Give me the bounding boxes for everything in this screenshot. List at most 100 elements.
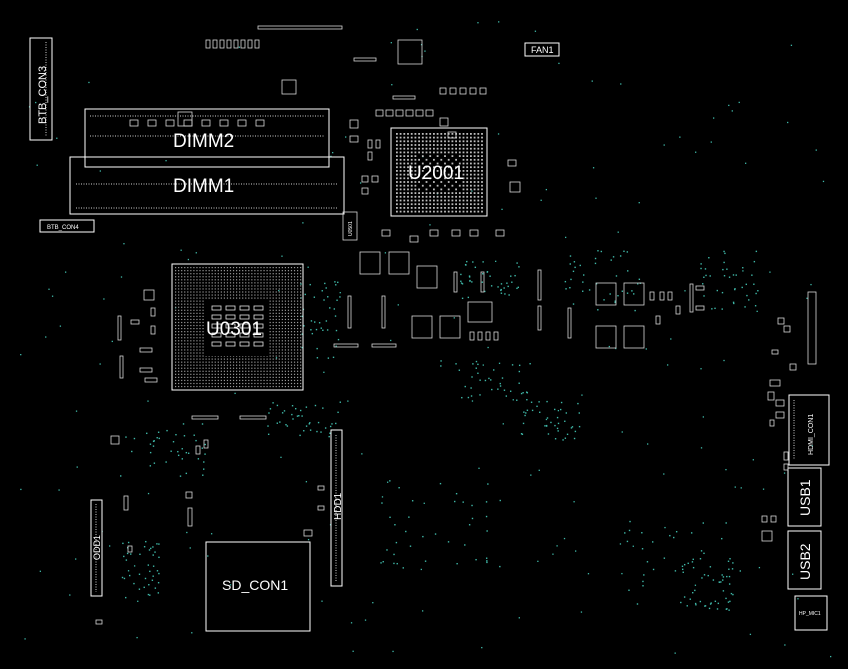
usb1-port[interactable]: USB1 (787, 467, 822, 527)
bga-ball (403, 147, 406, 150)
small-part (453, 271, 458, 293)
btb-con3-connector[interactable]: BTB_CON3 (29, 37, 53, 141)
hp-mic1-jack[interactable]: HP_MIC1 (794, 595, 828, 631)
bga-ball (396, 173, 398, 176)
small-part (485, 331, 491, 341)
socket-pin (193, 300, 195, 302)
bga-ball (458, 177, 461, 180)
via (275, 357, 278, 359)
odd1-connector[interactable]: ODD1 (90, 499, 103, 597)
via (304, 293, 306, 296)
socket-pin (290, 340, 293, 342)
socket-pin (178, 306, 180, 308)
u0301-socket[interactable]: U0301 (171, 263, 304, 391)
socket-pin (300, 349, 302, 351)
socket-pin (208, 294, 210, 296)
socket-pin (263, 376, 265, 378)
via (520, 433, 523, 435)
socket-pin (300, 334, 302, 336)
socket-pin (300, 361, 302, 363)
small-part (381, 295, 386, 329)
bga-ball (481, 155, 483, 157)
bga-ball (458, 203, 461, 206)
socket-pin (269, 361, 271, 363)
socket-pin (272, 340, 274, 342)
socket-pin (251, 297, 253, 299)
socket-pin (272, 352, 274, 354)
dimm2-slot[interactable]: DIMM2 (84, 108, 330, 168)
via (518, 364, 521, 367)
fan1-connector[interactable]: FAN1 (524, 42, 560, 57)
via (299, 434, 301, 437)
socket-pin (190, 331, 192, 333)
via (321, 600, 323, 602)
bga-ball (433, 144, 435, 146)
socket-pin (214, 288, 216, 290)
sd-con1-connector[interactable]: SD_CON1 (205, 541, 311, 632)
via (179, 475, 182, 477)
socket-pin (300, 382, 302, 385)
socket-pin (220, 294, 222, 296)
socket-pin (260, 282, 262, 284)
bga-ball (399, 195, 402, 198)
bga-ball (455, 207, 457, 209)
socket-pin (181, 279, 183, 281)
bga-ball (407, 177, 409, 180)
via (333, 308, 336, 310)
bga-ball (473, 136, 476, 139)
bga-ball (440, 181, 443, 183)
small-part (110, 435, 120, 445)
bga-ball (473, 144, 476, 146)
socket-pin (290, 343, 293, 345)
socket-pin (297, 297, 299, 299)
via (615, 275, 618, 277)
btb-con4-connector[interactable]: BTB_CON4 (39, 219, 95, 233)
socket-pin (242, 382, 244, 385)
socket-pin (245, 276, 247, 278)
via (597, 309, 599, 311)
usb2-port[interactable]: USB2 (787, 530, 822, 590)
socket-pin (297, 355, 299, 357)
socket-pin (284, 285, 286, 287)
socket-pin (217, 288, 219, 290)
socket-pin (300, 270, 302, 272)
via (471, 190, 473, 192)
socket-pin (284, 376, 286, 378)
via (740, 487, 742, 489)
socket-pin (293, 385, 296, 388)
socket-pin (287, 376, 290, 378)
via (148, 584, 150, 586)
socket-pin (269, 300, 271, 302)
socket-pin (260, 291, 262, 293)
bga-ball (399, 151, 402, 154)
hdd1-connector[interactable]: HDD1 (330, 429, 344, 587)
socket-pin (242, 282, 244, 284)
via (573, 437, 576, 440)
via (508, 294, 510, 296)
hdmi-con1-connector[interactable]: HDMI_CON1 (788, 394, 830, 466)
socket-pin (281, 370, 283, 372)
small-part (439, 117, 449, 127)
via (544, 425, 546, 427)
socket-pin (257, 385, 259, 388)
socket-pin (257, 382, 259, 385)
small-part (439, 87, 447, 95)
socket-pin (214, 382, 216, 385)
u0501-part[interactable]: U0501 (342, 211, 358, 241)
socket-pin (217, 279, 219, 281)
via (692, 558, 694, 561)
bga-ball (466, 177, 469, 180)
via (689, 598, 691, 600)
u2001-chip[interactable]: U2001 (390, 127, 488, 217)
via (518, 370, 521, 373)
socket-pin (251, 273, 253, 275)
bga-ball (407, 155, 409, 157)
bga-ball (429, 151, 432, 154)
small-part (185, 491, 193, 499)
small-part (480, 271, 485, 293)
bga-ball (447, 140, 450, 143)
bga-ball (462, 151, 465, 154)
socket-pin (190, 309, 192, 311)
dimm1-slot[interactable]: DIMM1 (69, 156, 345, 215)
bga-ball (473, 162, 476, 165)
